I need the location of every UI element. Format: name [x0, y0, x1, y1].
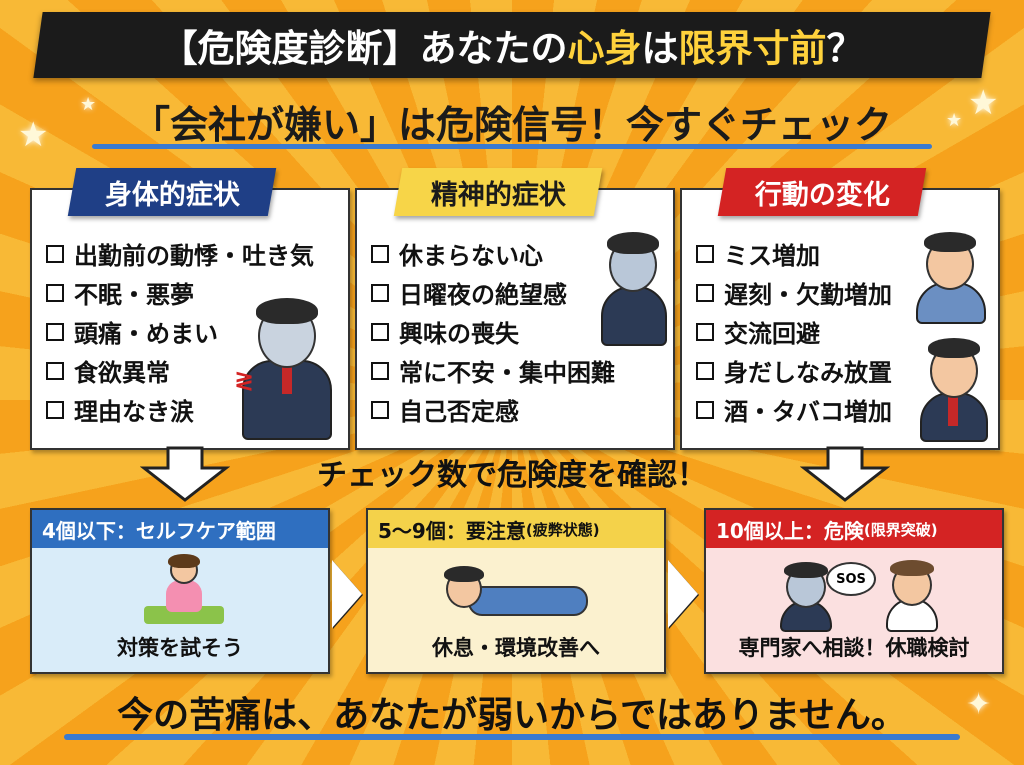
checklist-label: 身だしなみ放置 — [724, 359, 892, 387]
sos-speech-bubble: SOS — [826, 562, 876, 596]
result-low-foot: 対策を試そう — [117, 636, 243, 660]
checkbox[interactable] — [46, 361, 64, 380]
checklist-item[interactable]: 常に不安・集中困難 — [371, 351, 615, 390]
result-low: 4個以下：セルフケア範囲 対策を試そう — [30, 508, 330, 674]
checkbox[interactable] — [696, 322, 714, 341]
checklist-label: 食欲異常 — [74, 359, 170, 387]
checklist-item[interactable]: 酒・タバコ増加 — [696, 390, 892, 429]
checklist-label: 興味の喪失 — [399, 320, 519, 348]
panel-physical-symptoms: 出勤前の動悸・吐き気 不眠・悪夢 頭痛・めまい 食欲異常 理由なき涙 ≷ — [30, 188, 350, 450]
star-icon: ★ — [80, 94, 97, 115]
checklist-label: 酒・タバコ増加 — [724, 398, 892, 426]
checkbox[interactable] — [371, 400, 389, 419]
result-caution-note: (疲弊状態) — [525, 520, 600, 539]
checkbox[interactable] — [371, 361, 389, 380]
checkbox[interactable] — [371, 322, 389, 341]
title-part: ？ — [826, 27, 864, 70]
result-caution-head: 5〜9個：要注意(疲弊状態) — [368, 510, 664, 548]
result-low-head: 4個以下：セルフケア範囲 — [32, 510, 328, 548]
title-highlight: 限界寸前 — [678, 27, 827, 70]
right-arrow-icon — [332, 560, 362, 628]
title-part: 【危険度診断】あなたの — [160, 27, 568, 70]
result-danger: 10個以上：危険(限界突破) SOS 専門家へ相談！休職検討 — [704, 508, 1004, 674]
down-arrow-icon — [800, 446, 890, 502]
page-title: 【危険度診断】あなたの心身は限界寸前？ — [38, 12, 986, 78]
heading-behavior: 行動の変化 — [717, 168, 927, 216]
depressed-man-illustration — [597, 230, 669, 348]
checklist-label: 交流回避 — [724, 320, 820, 348]
checkbox[interactable] — [696, 361, 714, 380]
doctor-illustration — [882, 560, 942, 632]
checklist-label: 頭痛・めまい — [74, 320, 218, 348]
result-caution-foot: 休息・環境改善へ — [432, 636, 600, 660]
star-icon: ★ — [946, 110, 963, 131]
star-icon: ★ — [18, 115, 49, 155]
checkbox[interactable] — [46, 283, 64, 302]
checklist-label: 不眠・悪夢 — [74, 281, 194, 309]
check-count-heading: チェック数で危険度を確認！ — [317, 458, 707, 493]
checkbox[interactable] — [46, 400, 64, 419]
result-danger-foot: 専門家へ相談！休職検討 — [738, 636, 970, 660]
checklist-item[interactable]: 自己否定感 — [371, 390, 615, 429]
checklist-item[interactable]: 食欲異常 — [46, 351, 314, 390]
checklist-label: 出勤前の動悸・吐き気 — [74, 242, 314, 270]
checkbox[interactable] — [46, 244, 64, 263]
checklist-item[interactable]: 興味の喪失 — [371, 312, 615, 351]
checklist-item[interactable]: 遅刻・欠勤増加 — [696, 273, 892, 312]
checklist-item[interactable]: 不眠・悪夢 — [46, 273, 314, 312]
closing-message: 今の苦痛は、あなたが弱いからではありません。 — [117, 695, 907, 736]
result-danger-head: 10個以上：危険(限界突破) — [706, 510, 1002, 548]
closing-underline — [64, 734, 960, 740]
checkbox[interactable] — [371, 283, 389, 302]
checklist-item[interactable]: 出勤前の動悸・吐き気 — [46, 234, 314, 273]
sad-man-illustration — [776, 562, 836, 632]
checklist-label: 自己否定感 — [399, 398, 519, 426]
stressed-man-illustration: ≷ — [232, 290, 342, 440]
down-arrow-icon — [140, 446, 230, 502]
title-highlight: 心身 — [567, 27, 642, 70]
panel-mental-symptoms: 休まらない心 日曜夜の絶望感 興味の喪失 常に不安・集中困難 自己否定感 — [355, 188, 675, 450]
checkbox[interactable] — [696, 283, 714, 302]
tired-worker-illustration — [910, 230, 992, 326]
checkbox[interactable] — [46, 322, 64, 341]
checklist-item[interactable]: 身だしなみ放置 — [696, 351, 892, 390]
subtitle: 「会社が嫌い」は危険信号！今すぐチェック — [131, 102, 892, 147]
result-danger-note: (限界突破) — [863, 520, 938, 539]
lying-man-illustration — [438, 558, 598, 628]
checklist-item[interactable]: 休まらない心 — [371, 234, 615, 273]
checkbox[interactable] — [696, 400, 714, 419]
title-part: は — [641, 27, 679, 70]
subtitle-underline — [92, 144, 932, 149]
checklist-item[interactable]: 理由なき涙 — [46, 390, 314, 429]
heading-mental: 精神的症状 — [393, 168, 603, 216]
crossed-arms-man-illustration — [916, 338, 992, 442]
meditating-woman-illustration — [144, 554, 224, 628]
star-icon: ★ — [968, 83, 999, 123]
heading-physical: 身体的症状 — [67, 168, 277, 216]
checkbox[interactable] — [371, 244, 389, 263]
checklist-item[interactable]: 交流回避 — [696, 312, 892, 351]
panel-behavior-changes: ミス増加 遅刻・欠勤増加 交流回避 身だしなみ放置 酒・タバコ増加 — [680, 188, 1000, 450]
checklist-item[interactable]: ミス増加 — [696, 234, 892, 273]
checklist-label: ミス増加 — [724, 242, 820, 270]
sparkle-icon: ✦ — [966, 687, 992, 722]
checklist-label: 休まらない心 — [399, 242, 543, 270]
checklist-item[interactable]: 頭痛・めまい — [46, 312, 314, 351]
checklist-item[interactable]: 日曜夜の絶望感 — [371, 273, 615, 312]
checklist-label: 常に不安・集中困難 — [399, 359, 615, 387]
right-arrow-icon — [668, 560, 698, 628]
result-caution: 5〜9個：要注意(疲弊状態) 休息・環境改善へ — [366, 508, 666, 674]
checkbox[interactable] — [696, 244, 714, 263]
checklist-label: 日曜夜の絶望感 — [399, 281, 567, 309]
checklist-label: 遅刻・欠勤増加 — [724, 281, 892, 309]
checklist-label: 理由なき涙 — [74, 398, 194, 426]
